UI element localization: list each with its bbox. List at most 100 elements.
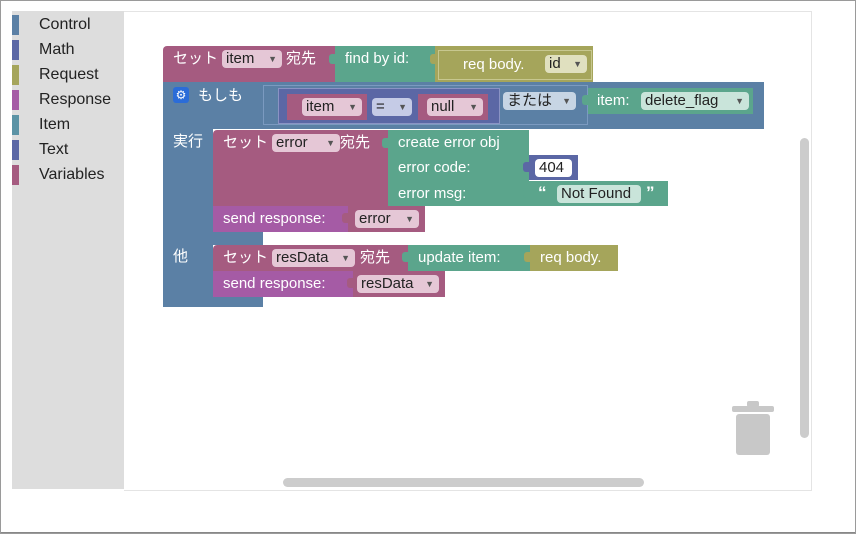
variable-name: resData bbox=[276, 249, 329, 266]
trash-icon[interactable] bbox=[732, 401, 774, 455]
send-response-label: send response: bbox=[223, 275, 326, 292]
variable-dropdown-resdata[interactable]: resData ▼ bbox=[272, 249, 355, 267]
chevron-down-icon: ▼ bbox=[326, 138, 335, 148]
category-label: Request bbox=[39, 66, 99, 83]
do-label: 実行 bbox=[173, 133, 204, 150]
variable-dropdown-error[interactable]: error ▼ bbox=[355, 210, 419, 228]
chevron-down-icon: ▼ bbox=[348, 102, 357, 112]
send-response-error-block[interactable] bbox=[213, 206, 348, 232]
chevron-down-icon: ▼ bbox=[735, 96, 744, 106]
chevron-down-icon: ▼ bbox=[573, 59, 582, 69]
chevron-down-icon: ▼ bbox=[268, 54, 277, 64]
category-label: Variables bbox=[39, 166, 105, 183]
connector-tab bbox=[523, 162, 529, 172]
create-error-title: create error obj bbox=[398, 134, 500, 151]
chevron-down-icon: ▼ bbox=[425, 279, 434, 289]
open-quote-icon: “ bbox=[538, 183, 547, 202]
gear-icon[interactable]: ⚙ bbox=[173, 87, 189, 103]
chevron-down-icon: ▼ bbox=[405, 214, 414, 224]
category-label: Text bbox=[39, 141, 69, 158]
set-label: セット bbox=[223, 249, 269, 266]
find-by-id-label: find by id: bbox=[345, 50, 410, 67]
connector-tab bbox=[524, 252, 530, 262]
connector-tab bbox=[430, 54, 436, 64]
category-swatch bbox=[12, 40, 19, 60]
category-swatch bbox=[12, 65, 19, 85]
if-block-spine bbox=[163, 129, 213, 307]
chevron-down-icon: ▼ bbox=[469, 102, 478, 112]
update-item-block[interactable] bbox=[408, 245, 530, 271]
item-prop-label: item: bbox=[597, 92, 630, 109]
variable-name: error bbox=[276, 134, 308, 151]
toolbox: Control Math Request Response Item Text … bbox=[12, 11, 124, 489]
null-value: null bbox=[431, 98, 455, 115]
variable-name: item bbox=[306, 98, 335, 115]
or-label: または bbox=[507, 92, 553, 109]
category-math[interactable]: Math bbox=[12, 38, 124, 62]
if-label: もしも bbox=[198, 87, 244, 104]
prop-value: delete_flag bbox=[645, 92, 719, 109]
update-item-label: update item: bbox=[418, 249, 501, 266]
to-label: 宛先 bbox=[340, 134, 371, 151]
variable-dropdown-item[interactable]: item ▼ bbox=[222, 50, 282, 68]
text-field[interactable]: Not Found bbox=[557, 185, 641, 203]
variable-name: item bbox=[226, 50, 255, 67]
null-dropdown[interactable]: null ▼ bbox=[427, 98, 483, 116]
error-code-label: error code: bbox=[398, 159, 471, 176]
field-dropdown-id[interactable]: id ▼ bbox=[545, 55, 587, 73]
to-label: 宛先 bbox=[360, 249, 391, 266]
category-label: Math bbox=[39, 41, 75, 58]
prop-dropdown[interactable]: delete_flag ▼ bbox=[641, 92, 749, 110]
field-value: id bbox=[549, 55, 561, 72]
if-block-bottom bbox=[163, 297, 263, 307]
connector-tab bbox=[347, 278, 353, 288]
variable-dropdown-error[interactable]: error ▼ bbox=[272, 134, 340, 152]
category-item[interactable]: Item bbox=[12, 113, 124, 137]
find-by-id-block[interactable] bbox=[335, 46, 435, 82]
category-label: Control bbox=[39, 16, 91, 33]
connector-tab bbox=[402, 252, 408, 262]
req-body-label: req body. bbox=[463, 56, 525, 73]
category-swatch bbox=[12, 165, 19, 185]
connector-tab bbox=[342, 213, 348, 223]
connector-tab bbox=[329, 54, 335, 64]
send-response-resdata-block[interactable] bbox=[213, 271, 353, 297]
chevron-down-icon: ▼ bbox=[341, 253, 350, 263]
operator-dropdown[interactable]: = ▼ bbox=[372, 98, 412, 116]
connector-tab bbox=[523, 188, 529, 198]
category-swatch bbox=[12, 15, 19, 35]
category-swatch bbox=[12, 115, 19, 135]
category-text[interactable]: Text bbox=[12, 138, 124, 162]
chevron-down-icon: ▼ bbox=[562, 96, 571, 106]
to-label: 宛先 bbox=[286, 50, 317, 67]
category-request[interactable]: Request bbox=[12, 63, 124, 87]
operator-value: = bbox=[376, 98, 385, 115]
set-label: セット bbox=[223, 134, 269, 151]
variable-dropdown-item[interactable]: item ▼ bbox=[302, 98, 362, 116]
horizontal-scrollbar[interactable] bbox=[283, 478, 644, 487]
category-label: Response bbox=[39, 91, 112, 108]
connector-tab bbox=[382, 138, 388, 148]
or-dropdown[interactable]: または ▼ bbox=[503, 92, 576, 110]
req-body-inset bbox=[438, 50, 592, 80]
category-response[interactable]: Response bbox=[12, 88, 124, 112]
else-label: 他 bbox=[173, 248, 189, 265]
if-else-divider bbox=[213, 232, 263, 245]
chevron-down-icon: ▼ bbox=[398, 102, 407, 112]
set-label: セット bbox=[173, 50, 219, 67]
req-body-block[interactable] bbox=[530, 245, 618, 271]
send-response-label: send response: bbox=[223, 210, 326, 227]
vertical-scrollbar[interactable] bbox=[800, 138, 809, 438]
category-swatch bbox=[12, 140, 19, 160]
category-control[interactable]: Control bbox=[12, 13, 124, 37]
variable-name: error bbox=[359, 210, 391, 227]
category-variables[interactable]: Variables bbox=[12, 163, 124, 187]
variable-dropdown-resdata[interactable]: resData ▼ bbox=[357, 275, 439, 293]
category-label: Item bbox=[39, 116, 71, 133]
error-msg-label: error msg: bbox=[398, 185, 467, 202]
variable-name: resData bbox=[361, 275, 414, 292]
number-field[interactable]: 404 bbox=[535, 159, 572, 177]
create-error-block[interactable] bbox=[388, 130, 529, 206]
req-body-label: req body. bbox=[540, 249, 602, 266]
close-quote-icon: ” bbox=[646, 183, 655, 202]
